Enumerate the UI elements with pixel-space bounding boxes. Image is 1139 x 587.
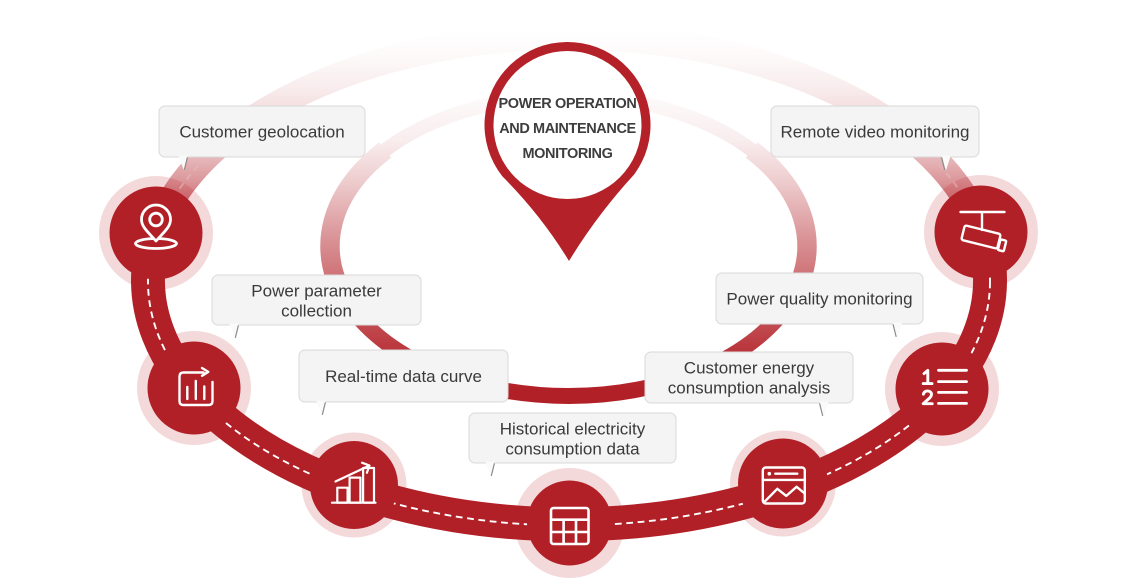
svg-text:Remote video monitoring: Remote video monitoring xyxy=(781,123,970,142)
svg-text:consumption data: consumption data xyxy=(505,440,640,459)
svg-text:AND MAINTENANCE: AND MAINTENANCE xyxy=(499,121,636,137)
svg-text:collection: collection xyxy=(281,302,352,321)
svg-text:Power parameter: Power parameter xyxy=(251,282,382,301)
svg-text:Historical electricity: Historical electricity xyxy=(500,420,646,439)
svg-text:Power quality monitoring: Power quality monitoring xyxy=(726,290,912,309)
svg-text:consumption analysis: consumption analysis xyxy=(668,379,831,398)
svg-text:Customer energy: Customer energy xyxy=(684,359,815,378)
svg-text:Real-time data curve: Real-time data curve xyxy=(325,367,482,386)
svg-text:MONITORING: MONITORING xyxy=(523,146,613,162)
svg-text:POWER OPERATION: POWER OPERATION xyxy=(499,96,637,112)
svg-text:Customer geolocation: Customer geolocation xyxy=(179,123,344,142)
